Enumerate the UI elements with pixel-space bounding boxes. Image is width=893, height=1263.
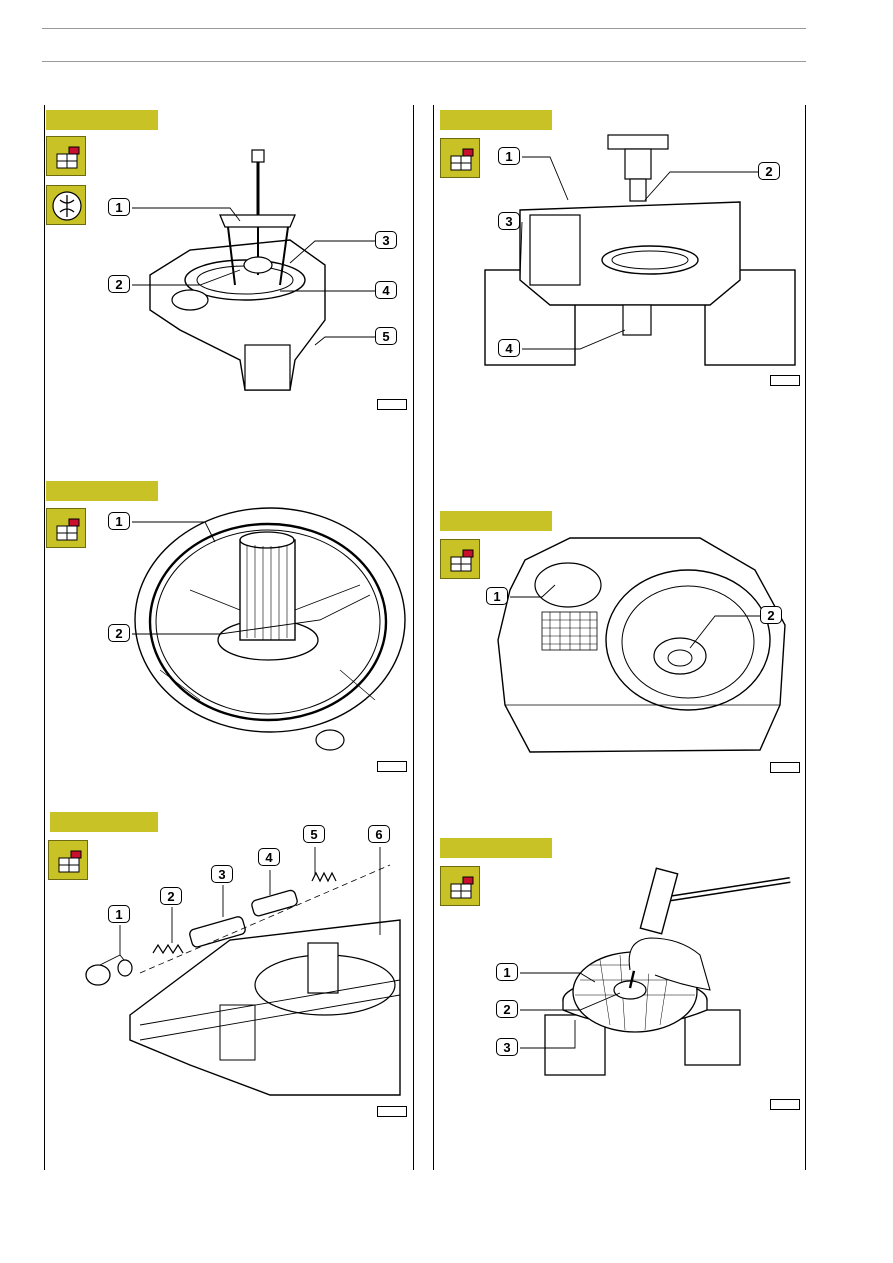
center-right-border	[433, 105, 434, 1170]
disassembly-icon	[440, 866, 480, 906]
figure-press-on-housing	[484, 134, 796, 366]
callout-label: 1	[108, 512, 130, 530]
callout-label: 2	[760, 606, 782, 624]
figure-reference-box	[770, 1099, 800, 1110]
callout-label: 2	[160, 887, 182, 905]
figure-reference-box	[770, 762, 800, 773]
callout-label: 2	[108, 624, 130, 642]
figure-reference-box	[377, 399, 407, 410]
callout-label: 1	[496, 963, 518, 981]
callout-label: 3	[498, 212, 520, 230]
callout-label: 5	[303, 825, 325, 843]
callout-label: 1	[498, 147, 520, 165]
figure-puller-on-housing	[132, 149, 375, 391]
callout-label: 2	[496, 1000, 518, 1018]
header-rule-bottom	[42, 61, 806, 62]
disassembly-icon	[46, 136, 86, 176]
callout-label: 4	[498, 339, 520, 357]
callout-label: 1	[108, 905, 130, 923]
disassembly-icon	[440, 138, 480, 178]
callout-label: 1	[108, 198, 130, 216]
section-tag-bar	[46, 481, 158, 501]
left-column-border	[44, 105, 45, 1170]
section-tag-bar	[440, 110, 552, 130]
section-tag-bar	[440, 838, 552, 858]
callout-label: 3	[496, 1038, 518, 1056]
puller-tool-icon	[46, 185, 86, 225]
callout-label: 3	[211, 865, 233, 883]
callout-label: 4	[258, 848, 280, 866]
figure-reference-box	[770, 375, 800, 386]
disassembly-icon	[46, 508, 86, 548]
figure-snap-ring-removal	[132, 507, 406, 751]
figure-reference-box	[377, 761, 407, 772]
figure-reference-box	[377, 1106, 407, 1117]
figure-housing-bearing-cup	[497, 537, 786, 753]
disassembly-icon	[440, 539, 480, 579]
figure-hammer-drift-on-piston	[520, 867, 791, 1076]
figure-detent-plunger-assembly	[85, 847, 401, 1096]
callout-label: 5	[375, 327, 397, 345]
callout-label: 2	[108, 275, 130, 293]
right-column-border	[805, 105, 806, 1170]
callout-label: 6	[368, 825, 390, 843]
center-left-border	[413, 105, 414, 1170]
callout-label: 3	[375, 231, 397, 249]
callout-label: 1	[486, 587, 508, 605]
section-tag-bar	[440, 511, 552, 531]
callout-label: 4	[375, 281, 397, 299]
disassembly-icon	[48, 840, 88, 880]
section-tag-bar	[50, 812, 158, 832]
section-tag-bar	[46, 110, 158, 130]
header-rule-top	[42, 28, 806, 29]
callout-label: 2	[758, 162, 780, 180]
